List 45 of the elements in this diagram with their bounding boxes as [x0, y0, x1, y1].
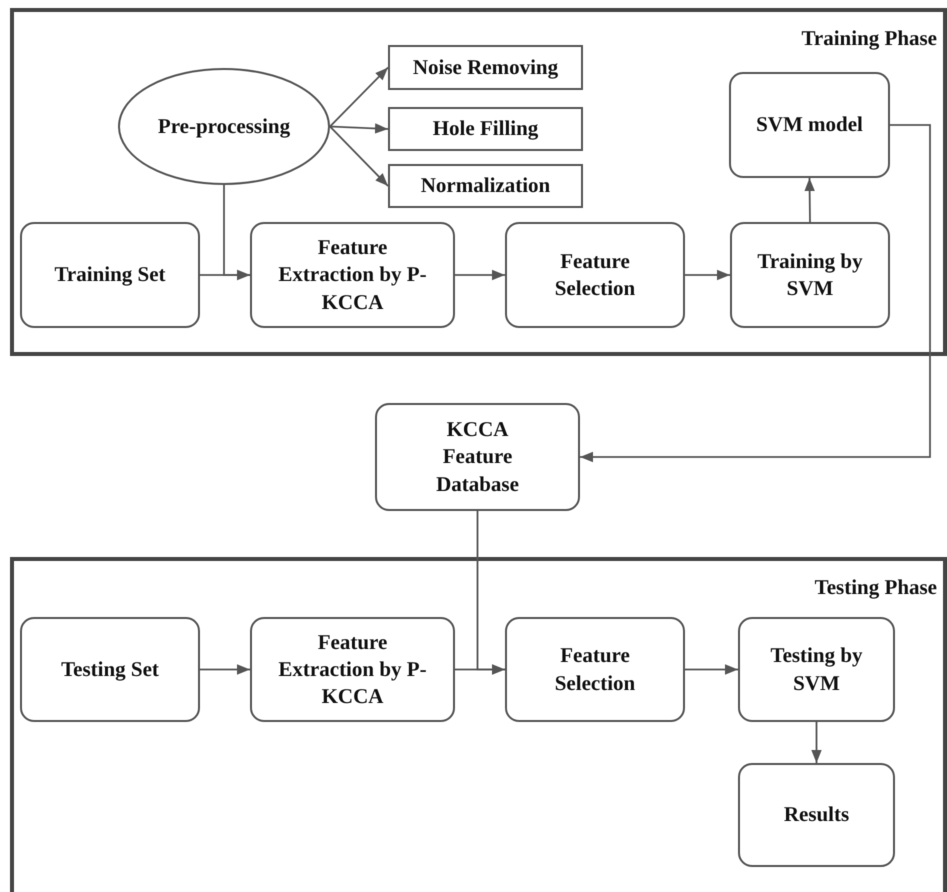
process-box [250, 222, 455, 328]
process-box [505, 617, 685, 722]
node-label: Feature Extraction by P-KCCA [278, 628, 428, 710]
process-box [738, 763, 895, 867]
process-box [388, 107, 583, 151]
process-box [250, 617, 455, 722]
process-box [738, 617, 895, 722]
arrow [455, 270, 505, 280]
arrow [804, 178, 815, 222]
arrow [580, 124, 931, 462]
node-label: Feature Selection [554, 642, 636, 696]
node-label: Training Set [54, 261, 166, 288]
phase-panel [10, 557, 947, 892]
arrow [455, 664, 505, 675]
arrow [811, 722, 822, 763]
arrow [685, 270, 730, 280]
process-box [20, 617, 200, 722]
arrow [200, 270, 250, 280]
node-label: Hole Filling [432, 115, 538, 142]
node-label: Training by SVM [756, 248, 864, 302]
process-box [729, 72, 890, 178]
node-label: KCCA Feature Database [435, 416, 520, 498]
node-label: Normalization [420, 172, 550, 200]
node-label: SVM model [756, 111, 863, 138]
panel-title: Testing Phase [814, 575, 937, 600]
process-box [730, 222, 890, 328]
node-label: Results [784, 801, 850, 828]
arrow [200, 664, 250, 675]
arrow [329, 126, 389, 187]
process-box [388, 45, 583, 90]
process-box [20, 222, 200, 328]
node-label: Feature Extraction by P-KCCA [278, 234, 428, 316]
node-label: Feature Selection [554, 248, 636, 302]
panel-title: Training Phase [801, 26, 937, 51]
arrow [685, 664, 738, 675]
phase-panel [10, 8, 947, 356]
node-label: Noise Removing [412, 54, 558, 81]
arrow [330, 123, 388, 134]
process-box [375, 403, 580, 511]
process-box [505, 222, 685, 328]
arrow [329, 66, 389, 128]
process-box [388, 164, 583, 208]
node-label: Pre-processing [158, 112, 290, 140]
node-label: Testing by SVM [769, 642, 864, 696]
node-label: Testing Set [61, 656, 159, 683]
